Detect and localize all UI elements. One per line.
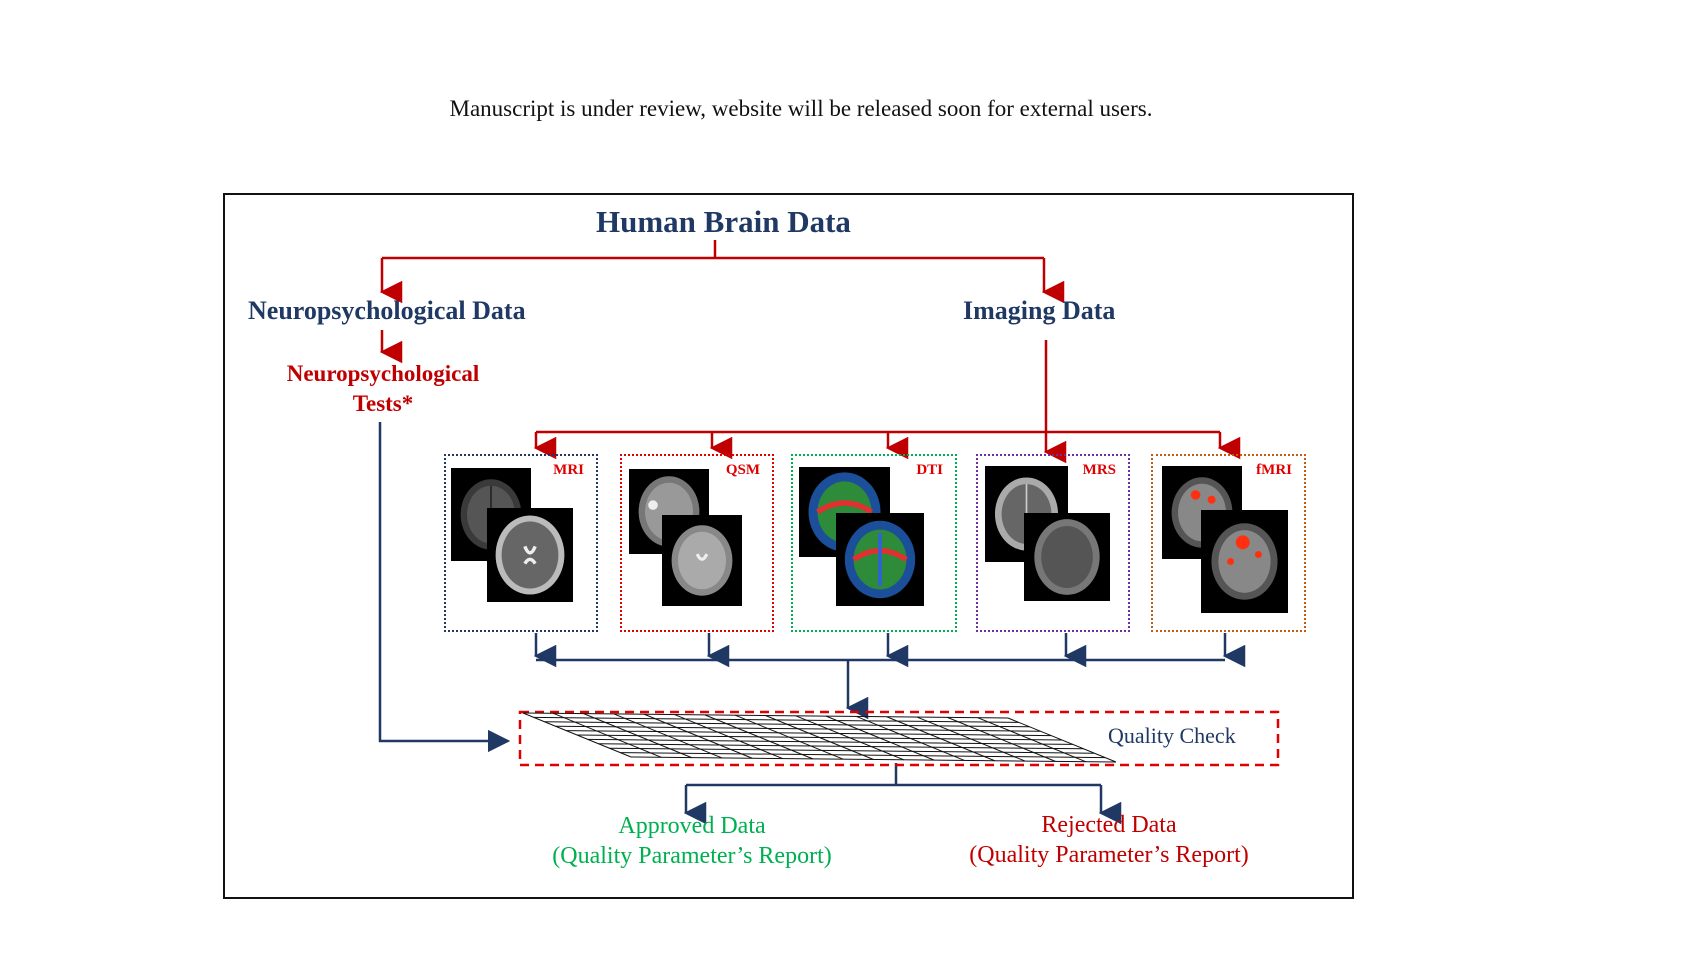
dti-label: DTI: [916, 462, 943, 478]
qsm-box: QSM: [620, 454, 774, 632]
review-notice: Manuscript is under review, website will…: [449, 96, 1153, 121]
fmri-scan-2: [1201, 510, 1288, 613]
mrs-scan-2: [1024, 513, 1110, 601]
rejected-line2: (Quality Parameter’s Report): [969, 842, 1249, 868]
dti-scan-2: [836, 513, 924, 606]
rejected-line1: Rejected Data: [1041, 812, 1177, 838]
mrs-label: MRS: [1082, 462, 1116, 478]
qsm-scan-2: [662, 515, 742, 606]
approved-line1: Approved Data: [618, 813, 766, 839]
diagram-title: Human Brain Data: [596, 204, 851, 239]
imaging-data-label: Imaging Data: [963, 296, 1116, 325]
neuro-data-label: Neuropsychological Data: [248, 296, 526, 325]
approved-data-label: Approved Data (Quality Parameter’s Repor…: [533, 811, 851, 871]
rejected-data-label: Rejected Data (Quality Parameter’s Repor…: [950, 810, 1268, 870]
approved-line2: (Quality Parameter’s Report): [552, 843, 832, 869]
fmri-label: fMRI: [1256, 462, 1292, 478]
mri-scan-2: [487, 508, 573, 602]
mrs-box: MRS: [976, 454, 1130, 632]
mri-label: MRI: [553, 462, 584, 478]
neuro-tests-label: Neuropsychological Tests*: [276, 359, 490, 419]
qsm-label: QSM: [725, 462, 760, 478]
dti-box: DTI: [791, 454, 957, 632]
quality-check-label: Quality Check: [1108, 723, 1236, 748]
fmri-box: fMRI: [1151, 454, 1306, 632]
neuro-tests-line2: Tests*: [352, 391, 414, 416]
mri-box: MRI: [444, 454, 598, 632]
diagram-frame: [223, 193, 1354, 899]
neuro-tests-line1: Neuropsychological: [286, 361, 480, 386]
